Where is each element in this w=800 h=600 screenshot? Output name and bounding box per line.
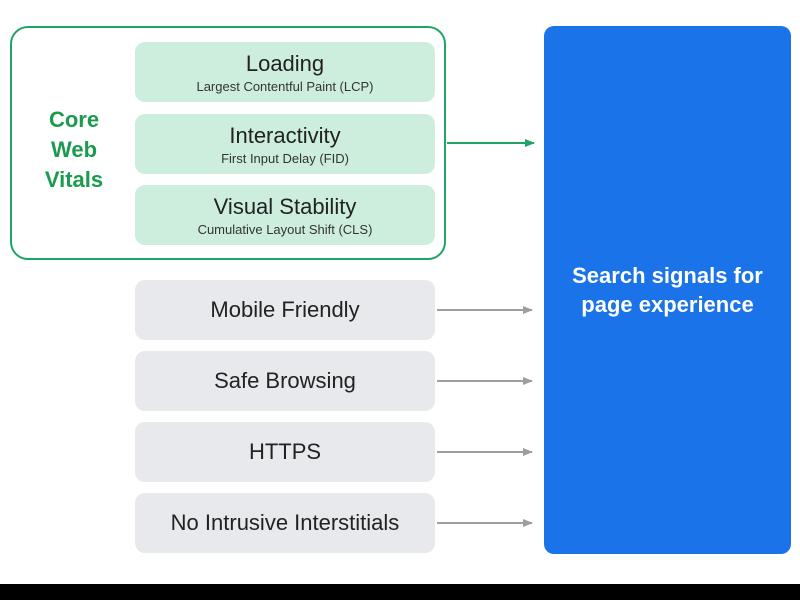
signal-box-no-intrusive-interstitials: No Intrusive Interstitials xyxy=(135,493,435,553)
search-signals-box: Search signals for page experience xyxy=(544,26,791,554)
metric-subtitle: Cumulative Layout Shift (CLS) xyxy=(197,222,373,237)
core-web-vitals-label-line: Web xyxy=(50,137,98,162)
signal-box-mobile-friendly: Mobile Friendly xyxy=(135,280,435,340)
metric-subtitle: First Input Delay (FID) xyxy=(221,151,349,166)
signal-box-safe-browsing: Safe Browsing xyxy=(135,351,435,411)
metric-title: Loading xyxy=(245,51,325,76)
bottom-black-bar xyxy=(0,584,800,600)
search-signals-label: Search signals for page experience xyxy=(572,263,763,317)
metric-box-loading: Loading Largest Contentful Paint (LCP) xyxy=(135,42,435,102)
core-web-vitals-label-line: Core xyxy=(48,107,100,132)
core-web-vitals-label-line: Vitals xyxy=(44,167,104,192)
metric-subtitle: Largest Contentful Paint (LCP) xyxy=(196,79,374,94)
signal-box-https: HTTPS xyxy=(135,422,435,482)
core-web-vitals-label: Core Web Vitals xyxy=(24,105,124,195)
metric-title: Interactivity xyxy=(229,123,341,148)
metric-title: Visual Stability xyxy=(213,194,357,219)
metric-box-visual-stability: Visual Stability Cumulative Layout Shift… xyxy=(135,185,435,245)
metric-box-interactivity: Interactivity First Input Delay (FID) xyxy=(135,114,435,174)
core-web-vitals-group xyxy=(10,26,446,260)
